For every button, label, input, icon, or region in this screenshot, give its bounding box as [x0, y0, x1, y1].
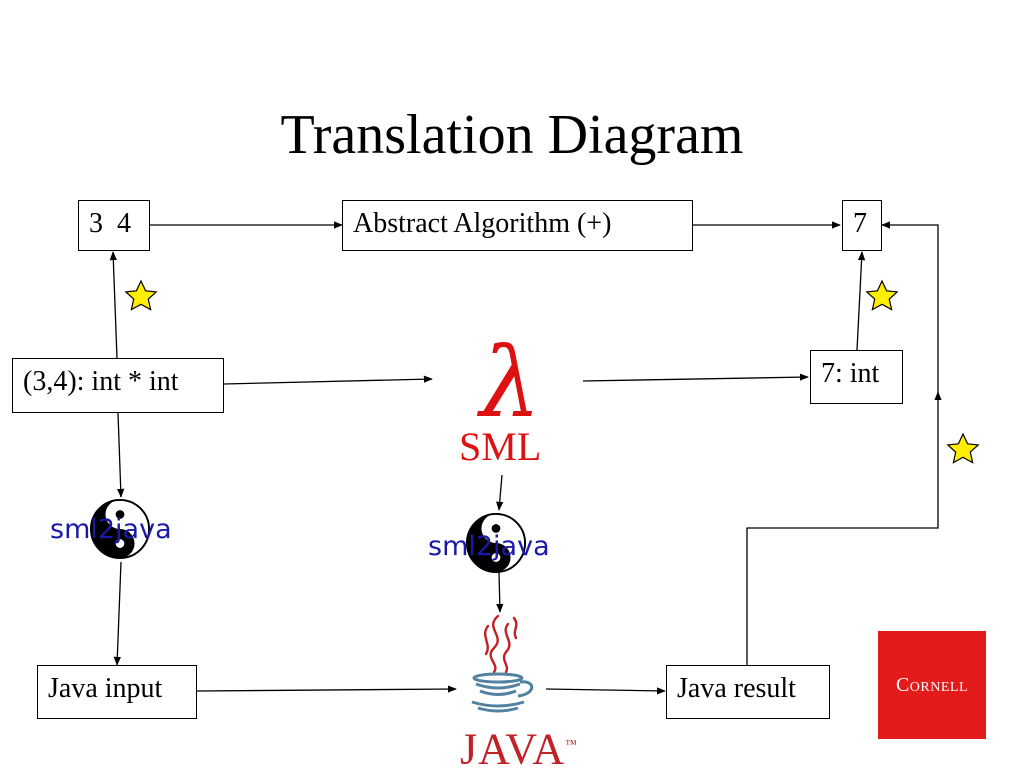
star-icon	[124, 279, 158, 311]
arrow-sml-to-translator	[496, 474, 504, 511]
sml-input-box: (3,4): int * int	[12, 358, 224, 413]
translator-label: sml2java	[428, 531, 550, 562]
output-value-box: 7	[842, 200, 882, 251]
input-pair-box: 3 4	[78, 200, 150, 251]
arrow-sml-output-up	[856, 251, 866, 351]
arrow-translator-to-java	[496, 571, 504, 613]
java-wordmark: JAVA™	[460, 722, 578, 772]
arrow-sml-input-up	[109, 251, 118, 359]
java-input-box: Java input	[37, 665, 197, 719]
star-icon	[865, 279, 899, 311]
lambda-icon: λ	[480, 327, 541, 439]
slide-title: Translation Diagram	[280, 104, 744, 166]
arrow-feedback-to-output	[881, 221, 939, 392]
cornell-logo: Cornell	[878, 631, 986, 739]
star-icon	[946, 432, 980, 464]
yin-yang-icon	[89, 498, 151, 560]
trademark-symbol: ™	[565, 737, 578, 751]
yin-yang-icon	[465, 512, 527, 574]
cornell-label: Cornell	[895, 673, 969, 696]
translator-label: sml2java	[50, 514, 172, 545]
arrow-java-input-to-java	[196, 685, 457, 693]
arrow-translator-to-java-input	[113, 561, 122, 666]
arrow-java-to-java-result	[545, 687, 666, 695]
sml-label: SML	[459, 424, 542, 469]
sml-output-box: 7: int	[810, 350, 903, 404]
arrow-java-result-feedback	[746, 391, 942, 665]
abstract-algorithm-box: Abstract Algorithm (+)	[342, 200, 693, 251]
arrow-sml-input-to-sml	[223, 375, 433, 385]
arrow-sml-to-sml-output	[582, 373, 809, 382]
java-result-box: Java result	[666, 665, 830, 719]
java-label: JAVA	[460, 724, 566, 774]
arrow-sml-input-down	[117, 412, 125, 498]
java-cup-icon	[471, 614, 534, 713]
